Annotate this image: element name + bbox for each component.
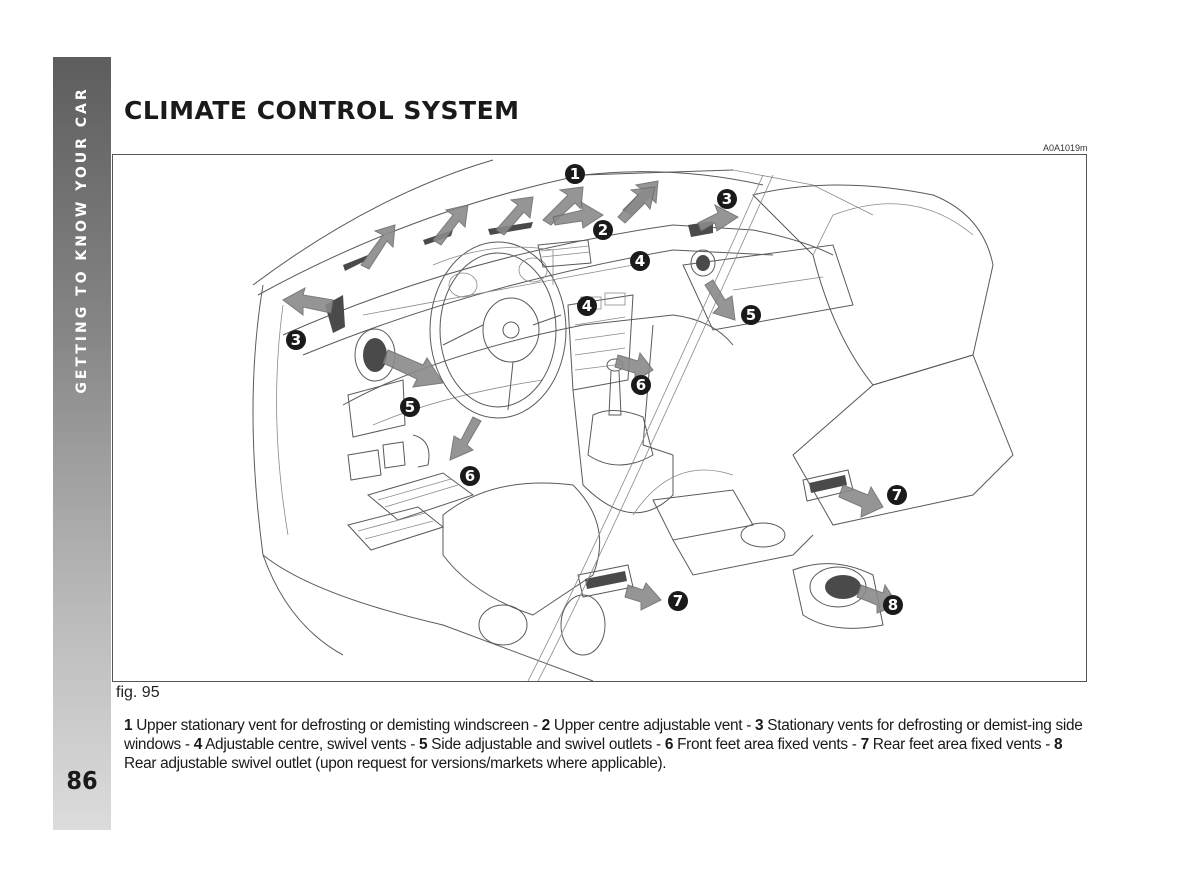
- svg-text:7: 7: [892, 486, 902, 504]
- callout-8: 8: [883, 595, 903, 615]
- callout-4-centre: 4: [577, 296, 597, 316]
- caption-num-1: 1: [124, 717, 133, 734]
- callout-6-centre: 6: [631, 375, 651, 395]
- callout-3-left: 3: [286, 330, 306, 350]
- callout-6-left: 6: [460, 466, 480, 486]
- svg-text:4: 4: [635, 252, 645, 270]
- callout-7-right: 7: [887, 485, 907, 505]
- caption-text-6: Front feet area fixed vents -: [673, 736, 861, 753]
- callout-5-left: 5: [400, 397, 420, 417]
- caption-text-8: Rear adjustable swivel outlet (upon requ…: [124, 755, 667, 772]
- svg-text:3: 3: [722, 190, 732, 208]
- side-tab: [53, 57, 111, 830]
- page-number: 86: [66, 766, 98, 795]
- callout-4-right: 4: [630, 251, 650, 271]
- svg-text:3: 3: [291, 331, 301, 349]
- svg-text:5: 5: [405, 398, 415, 416]
- callout-1: 1: [565, 164, 585, 184]
- svg-text:6: 6: [636, 376, 646, 394]
- callout-3-right: 3: [717, 189, 737, 209]
- page-title: CLIMATE CONTROL SYSTEM: [124, 96, 520, 125]
- callout-7-centre: 7: [668, 591, 688, 611]
- caption-num-6: 6: [664, 736, 674, 753]
- climate-diagram: 1 2 3 3 4 4 5 5: [112, 154, 1087, 682]
- caption-text-3: Stationary vents for defrosting or demis…: [124, 717, 1083, 753]
- caption-text-1: Upper stationary vent for defrosting or …: [132, 717, 542, 734]
- caption-text-2: Upper centre adjustable vent -: [549, 717, 756, 734]
- callout-2: 2: [593, 220, 613, 240]
- caption-text-7: Rear feet area fixed vents -: [868, 736, 1055, 753]
- caption-text-5: Side adjustable and swivel outlets -: [427, 736, 665, 753]
- svg-text:4: 4: [582, 297, 592, 315]
- figure-label: fig. 95: [116, 684, 160, 701]
- airflow-arrows: [282, 180, 899, 614]
- callout-5-right: 5: [741, 305, 761, 325]
- svg-text:6: 6: [465, 467, 475, 485]
- caption-num-7: 7: [860, 736, 870, 753]
- caption-num-2: 2: [541, 717, 551, 734]
- caption-num-8: 8: [1054, 736, 1063, 753]
- caption-num-3: 3: [755, 717, 764, 734]
- figure-caption: 1 Upper stationary vent for defrosting o…: [124, 716, 1084, 773]
- caption-num-4: 4: [193, 736, 203, 753]
- svg-text:1: 1: [570, 165, 580, 183]
- svg-text:7: 7: [673, 592, 683, 610]
- svg-text:5: 5: [746, 306, 756, 324]
- svg-text:2: 2: [598, 221, 608, 239]
- caption-text-4: Adjustable centre, swivel vents -: [201, 736, 420, 753]
- figure-code: A0A1019m: [1043, 143, 1088, 153]
- svg-text:8: 8: [888, 596, 898, 614]
- caption-num-5: 5: [419, 736, 428, 753]
